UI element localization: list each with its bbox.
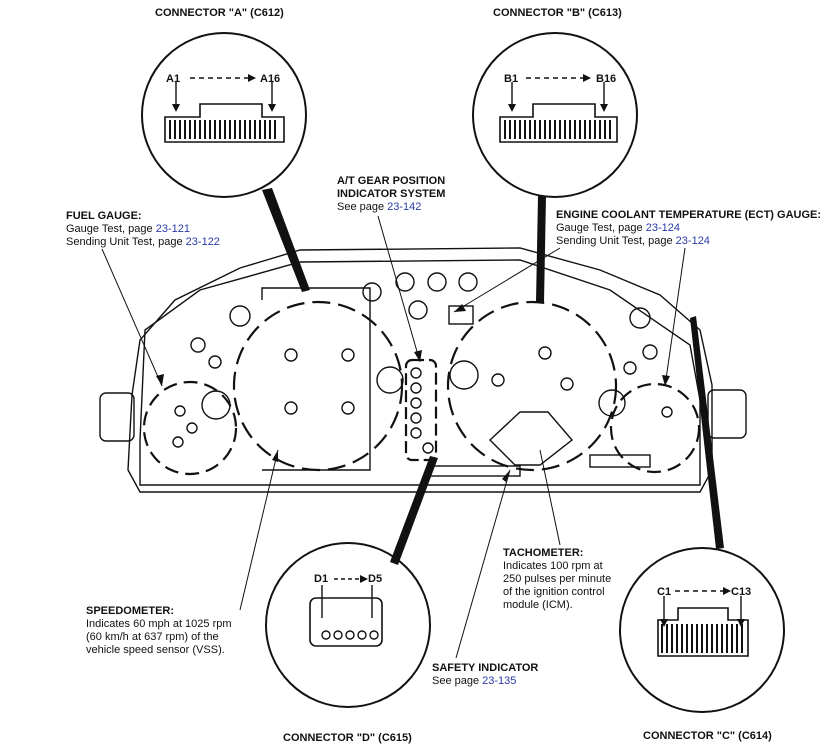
ect-screw — [661, 406, 673, 418]
speedometer-bezel — [261, 287, 371, 471]
connector-a-detail-circle — [141, 32, 307, 198]
connector-a-label: CONNECTOR "A" (C612) — [155, 7, 284, 19]
fuel-screw-3 — [172, 436, 184, 448]
speedometer-line-2: (60 km/h at 637 rpm) of the — [86, 631, 219, 643]
safety-indicator-page-link[interactable]: 23-135 — [482, 675, 517, 687]
fuel-gauge-dial — [142, 380, 238, 476]
connector-d-leader — [390, 456, 438, 565]
ect-lamp — [598, 389, 626, 417]
ect-gauge-test-ref: Gauge Test, page 23-124 — [556, 222, 680, 234]
speedometer-title: SPEEDOMETER: — [86, 605, 175, 617]
ect-gauge-dial — [609, 382, 701, 474]
fuel-lamp — [201, 390, 231, 420]
tachometer-callout: TACHOMETER: Indicates 100 rpm at 250 pul… — [503, 547, 611, 612]
at-gear-title-2: INDICATOR SYSTEM — [337, 188, 446, 200]
speedometer-callout: SPEEDOMETER: Indicates 60 mph at 1025 rp… — [86, 605, 232, 657]
speedometer-screw-2 — [341, 348, 355, 362]
at-gear-page-link[interactable]: 23-142 — [387, 201, 422, 213]
speedometer-dial — [232, 300, 404, 472]
speedometer-screw-1 — [284, 348, 298, 362]
connector-c-pin-end: C13 — [731, 586, 751, 598]
ect-sending-unit-ref: Sending Unit Test, page 23-124 — [556, 235, 710, 247]
fuel-gauge-test-ref: Gauge Test, page 23-121 — [66, 223, 190, 235]
connector-c-pin-start: C1 — [657, 586, 671, 598]
connector-d-pin-end: D5 — [368, 573, 382, 585]
safety-indicator-title: SAFETY INDICATOR — [432, 662, 539, 674]
connector-c-pins — [661, 624, 743, 653]
safety-indicator-callout: SAFETY INDICATOR See page 23-135 — [432, 662, 538, 688]
right-mount-tab — [707, 389, 747, 439]
connector-b-detail-circle — [472, 32, 638, 198]
at-gear-ref: See page 23-142 — [337, 201, 422, 213]
speedometer-screw-4 — [341, 401, 355, 415]
tachometer-title: TACHOMETER: — [503, 547, 584, 559]
tach-lamp — [449, 360, 479, 390]
tach-screw-2 — [538, 346, 552, 360]
connector-a-pin-end: A16 — [260, 73, 280, 85]
tachometer-line-2: 250 pulses per minute — [503, 573, 612, 585]
safety-indicator-block — [488, 411, 574, 466]
connector-c-detail-circle — [619, 547, 785, 713]
cluster-inner-frame — [139, 259, 701, 486]
tachometer-dial — [446, 300, 618, 472]
tach-screw-3 — [560, 377, 574, 391]
speedometer-line-1: Indicates 60 mph at 1025 rpm — [86, 618, 232, 630]
speedometer-line-3: vehicle speed sensor (VSS). — [86, 644, 225, 656]
fuel-sending-unit-link[interactable]: 23-122 — [185, 236, 220, 248]
tachometer-line-1: Indicates 100 rpm at — [503, 560, 603, 572]
connector-c-label: CONNECTOR "C" (C614) — [643, 730, 772, 742]
connector-b-label: CONNECTOR "B" (C613) — [493, 7, 622, 19]
fuel-screw-1 — [174, 405, 186, 417]
at-gear-callout: A/T GEAR POSITION INDICATOR SYSTEM See p… — [337, 175, 445, 214]
connector-b-pin-end: B16 — [596, 73, 616, 85]
ect-gauge-test-link[interactable]: 23-124 — [645, 222, 680, 234]
safety-indicator-ref: See page 23-135 — [432, 675, 517, 687]
ect-gauge-callout: ENGINE COOLANT TEMPERATURE (ECT) GAUGE: … — [556, 209, 821, 248]
at-gear-title-1: A/T GEAR POSITION — [337, 175, 446, 187]
connector-a-leader — [262, 188, 310, 292]
tach-screw-1 — [491, 373, 505, 387]
cluster-housing — [127, 247, 713, 493]
connector-d-label: CONNECTOR "D" (C615) — [283, 732, 412, 744]
fuel-sending-unit-ref: Sending Unit Test, page 23-122 — [66, 236, 220, 248]
at-indicator-column — [404, 358, 438, 462]
tachometer-line-3: of the ignition control — [503, 586, 605, 598]
fuel-gauge-callout: FUEL GAUGE: Gauge Test, page 23-121 Send… — [66, 210, 220, 249]
ect-gauge-title: ENGINE COOLANT TEMPERATURE (ECT) GAUGE: — [556, 209, 822, 221]
ect-sending-unit-link[interactable]: 23-124 — [675, 235, 710, 247]
connector-c-leader — [690, 316, 724, 549]
left-mount-tab — [99, 392, 135, 442]
connector-a-pin-start: A1 — [166, 73, 180, 85]
connector-b-pins — [504, 120, 611, 139]
connector-a-pins — [169, 120, 276, 139]
fuel-screw-2 — [186, 422, 198, 434]
speedometer-screw-3 — [284, 401, 298, 415]
tachometer-line-4: module (ICM). — [503, 599, 573, 611]
connector-b-leader — [536, 196, 546, 302]
fuel-gauge-title: FUEL GAUGE: — [66, 210, 142, 222]
connector-d-detail-circle — [265, 542, 431, 708]
connector-d-pin-start: D1 — [314, 573, 328, 585]
fuel-gauge-test-link[interactable]: 23-121 — [155, 223, 190, 235]
connector-b-pin-start: B1 — [504, 73, 518, 85]
